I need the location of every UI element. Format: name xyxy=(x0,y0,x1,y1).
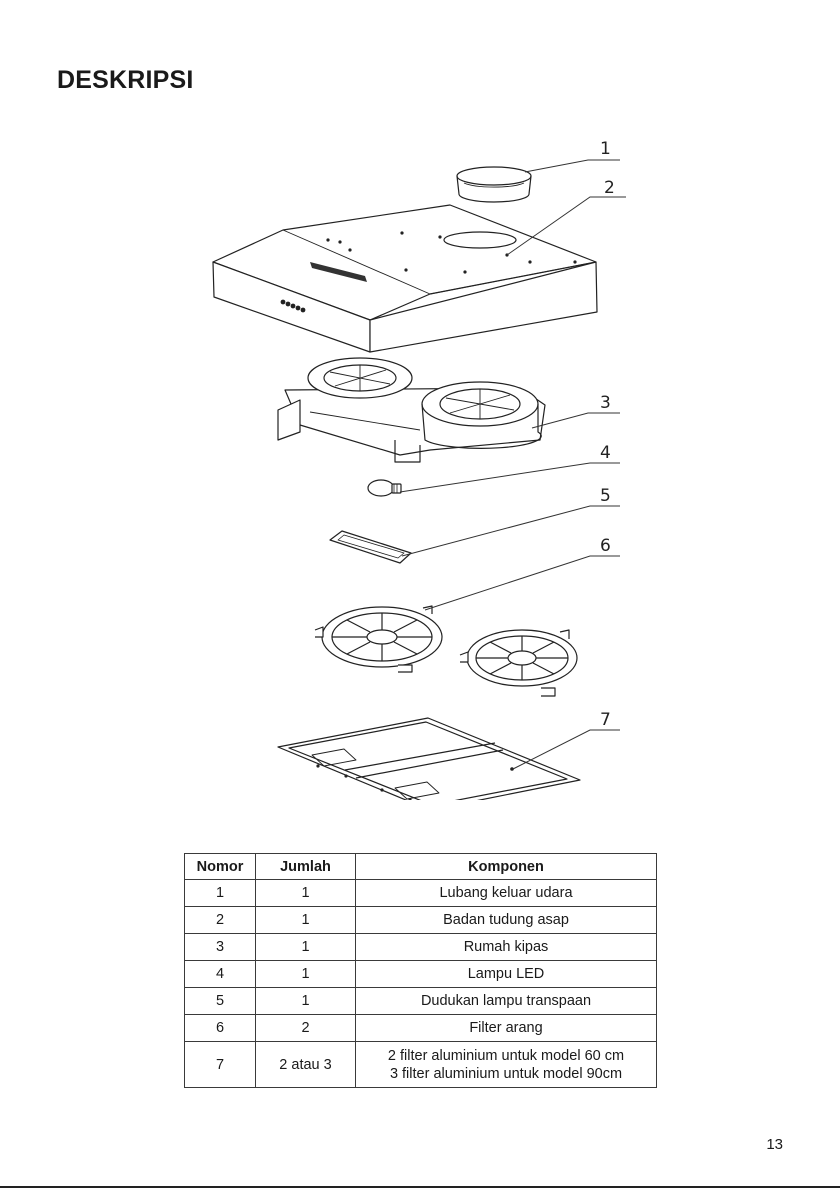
callout-6: 6 xyxy=(600,536,611,556)
cell-nomor: 7 xyxy=(185,1042,256,1088)
cell-nomor: 4 xyxy=(185,961,256,988)
komponen-line-2: 3 filter aluminium untuk model 90cm xyxy=(360,1065,652,1083)
cell-komponen: Badan tudung asap xyxy=(356,907,657,934)
table-row: 5 1 Dudukan lampu transpaan xyxy=(185,988,657,1015)
fan-housing-part xyxy=(278,358,545,462)
cell-nomor: 2 xyxy=(185,907,256,934)
lamp-holder-part xyxy=(330,531,411,563)
hood-body-part xyxy=(213,205,597,352)
cell-nomor: 5 xyxy=(185,988,256,1015)
cell-jumlah: 1 xyxy=(256,907,356,934)
cell-nomor: 6 xyxy=(185,1015,256,1042)
cell-komponen: Dudukan lampu transpaan xyxy=(356,988,657,1015)
cell-jumlah: 2 atau 3 xyxy=(256,1042,356,1088)
cell-jumlah: 1 xyxy=(256,934,356,961)
header-nomor: Nomor xyxy=(185,854,256,880)
table-row: 6 2 Filter arang xyxy=(185,1015,657,1042)
cell-nomor: 1 xyxy=(185,880,256,907)
cell-nomor: 3 xyxy=(185,934,256,961)
page-number: 13 xyxy=(766,1136,783,1153)
cell-jumlah: 1 xyxy=(256,988,356,1015)
table-row: 4 1 Lampu LED xyxy=(185,961,657,988)
table-row: 3 1 Rumah kipas xyxy=(185,934,657,961)
charcoal-filter-left xyxy=(315,606,442,672)
page-title: DESKRIPSI xyxy=(57,66,194,95)
callout-numbers: 1 2 3 4 5 6 7 xyxy=(600,139,615,730)
callout-7: 7 xyxy=(600,710,611,730)
header-komponen: Komponen xyxy=(356,854,657,880)
led-lamp-part xyxy=(368,480,401,496)
cell-jumlah: 2 xyxy=(256,1015,356,1042)
table-row: 7 2 atau 3 2 filter aluminium untuk mode… xyxy=(185,1042,657,1088)
bottom-rule xyxy=(0,1186,840,1188)
table-header-row: Nomor Jumlah Komponen xyxy=(185,854,657,880)
komponen-line-1: 2 filter aluminium untuk model 60 cm xyxy=(360,1047,652,1065)
cell-jumlah: 1 xyxy=(256,961,356,988)
cell-komponen: 2 filter aluminium untuk model 60 cm 3 f… xyxy=(356,1042,657,1088)
exploded-view-diagram: 1 2 3 4 5 6 7 xyxy=(0,130,840,800)
callout-4: 4 xyxy=(600,443,611,463)
table-row: 2 1 Badan tudung asap xyxy=(185,907,657,934)
cell-jumlah: 1 xyxy=(256,880,356,907)
charcoal-filter-right xyxy=(460,630,577,696)
callout-1: 1 xyxy=(600,139,611,159)
cell-komponen: Lampu LED xyxy=(356,961,657,988)
air-outlet-part xyxy=(457,167,531,202)
callout-3: 3 xyxy=(600,393,611,413)
callout-5: 5 xyxy=(600,486,611,506)
parts-table: Nomor Jumlah Komponen 1 1 Lubang keluar … xyxy=(184,853,657,1088)
cell-komponen: Lubang keluar udara xyxy=(356,880,657,907)
aluminium-filters-part xyxy=(278,718,580,800)
cell-komponen: Rumah kipas xyxy=(356,934,657,961)
callout-2: 2 xyxy=(604,178,615,198)
header-jumlah: Jumlah xyxy=(256,854,356,880)
table-row: 1 1 Lubang keluar udara xyxy=(185,880,657,907)
cell-komponen: Filter arang xyxy=(356,1015,657,1042)
